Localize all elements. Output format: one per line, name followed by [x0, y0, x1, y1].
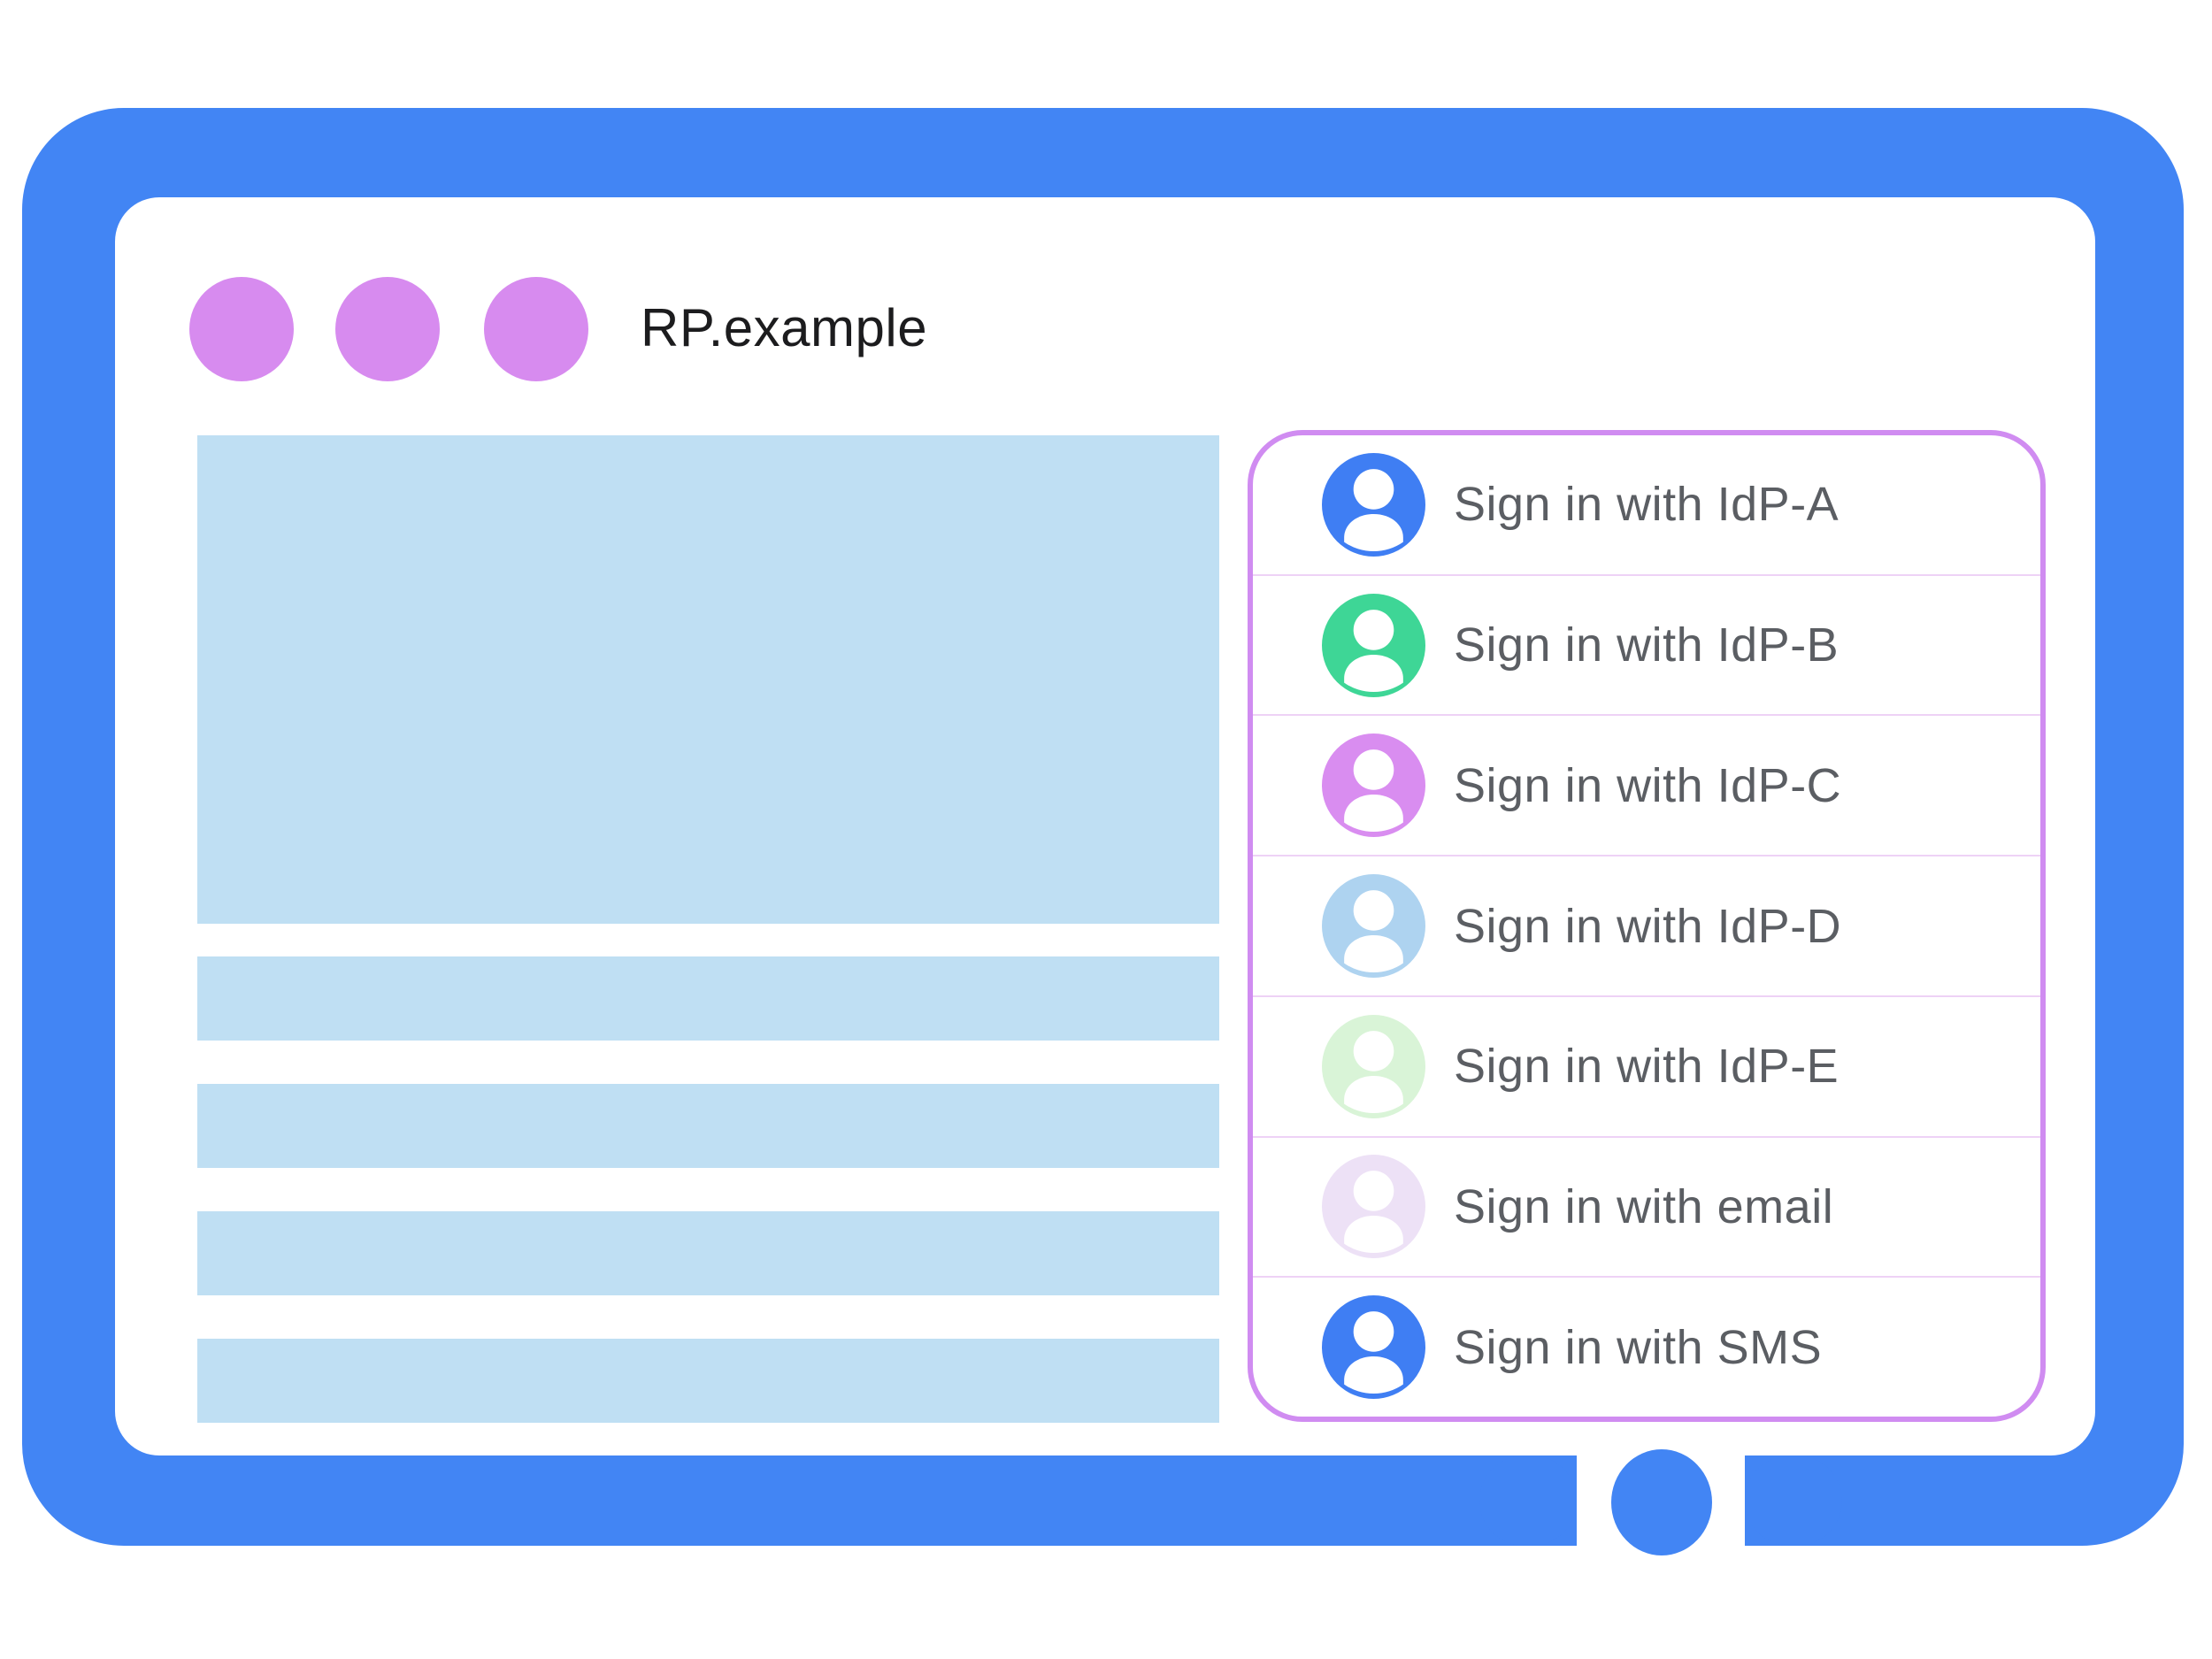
signin-option-label: Sign in with email — [1454, 1179, 1834, 1233]
person-avatar-icon — [1322, 874, 1425, 979]
text-placeholder-line — [197, 956, 1219, 1041]
window-control-dot[interactable] — [189, 277, 294, 381]
text-placeholder-line — [197, 1211, 1219, 1295]
text-placeholder-line — [197, 1339, 1219, 1423]
signin-option-2[interactable]: Sign in with IdP-B — [1253, 573, 2040, 715]
signin-option-label: Sign in with IdP-D — [1454, 899, 1842, 953]
signin-option-5[interactable]: Sign in with IdP-E — [1253, 995, 2040, 1136]
bottom-bar-right-cap — [1745, 1455, 1842, 1546]
signin-option-4[interactable]: Sign in with IdP-D — [1253, 855, 2040, 995]
signin-option-label: Sign in with IdP-C — [1454, 758, 1842, 812]
signin-option-label: Sign in with IdP-E — [1454, 1040, 1839, 1094]
text-placeholder-line — [197, 1084, 1219, 1168]
window-control-dot[interactable] — [335, 277, 440, 381]
signin-option-label: Sign in with SMS — [1454, 1320, 1823, 1374]
person-avatar-icon — [1322, 593, 1425, 697]
signin-option-7[interactable]: Sign in with SMS — [1253, 1276, 2040, 1417]
person-avatar-icon — [1322, 1155, 1425, 1259]
person-avatar-icon — [1322, 452, 1425, 557]
signin-option-label: Sign in with IdP-A — [1454, 478, 1839, 532]
signin-option-1[interactable]: Sign in with IdP-A — [1253, 435, 2040, 574]
window-control-dot[interactable] — [484, 277, 588, 381]
bottom-bar-left-cap — [1479, 1455, 1577, 1546]
person-avatar-icon — [1322, 1295, 1425, 1400]
hinge-circle-icon — [1611, 1449, 1712, 1555]
signin-panel: Sign in with IdP-A Sign in with IdP-B — [1248, 430, 2046, 1422]
person-avatar-icon — [1322, 1014, 1425, 1118]
signin-option-3[interactable]: Sign in with IdP-C — [1253, 714, 2040, 855]
signin-option-label: Sign in with IdP-B — [1454, 618, 1839, 672]
hero-placeholder-block — [197, 435, 1219, 924]
person-avatar-icon — [1322, 733, 1425, 838]
signin-option-6[interactable]: Sign in with email — [1253, 1135, 2040, 1277]
page-title: RP.example — [641, 298, 928, 357]
